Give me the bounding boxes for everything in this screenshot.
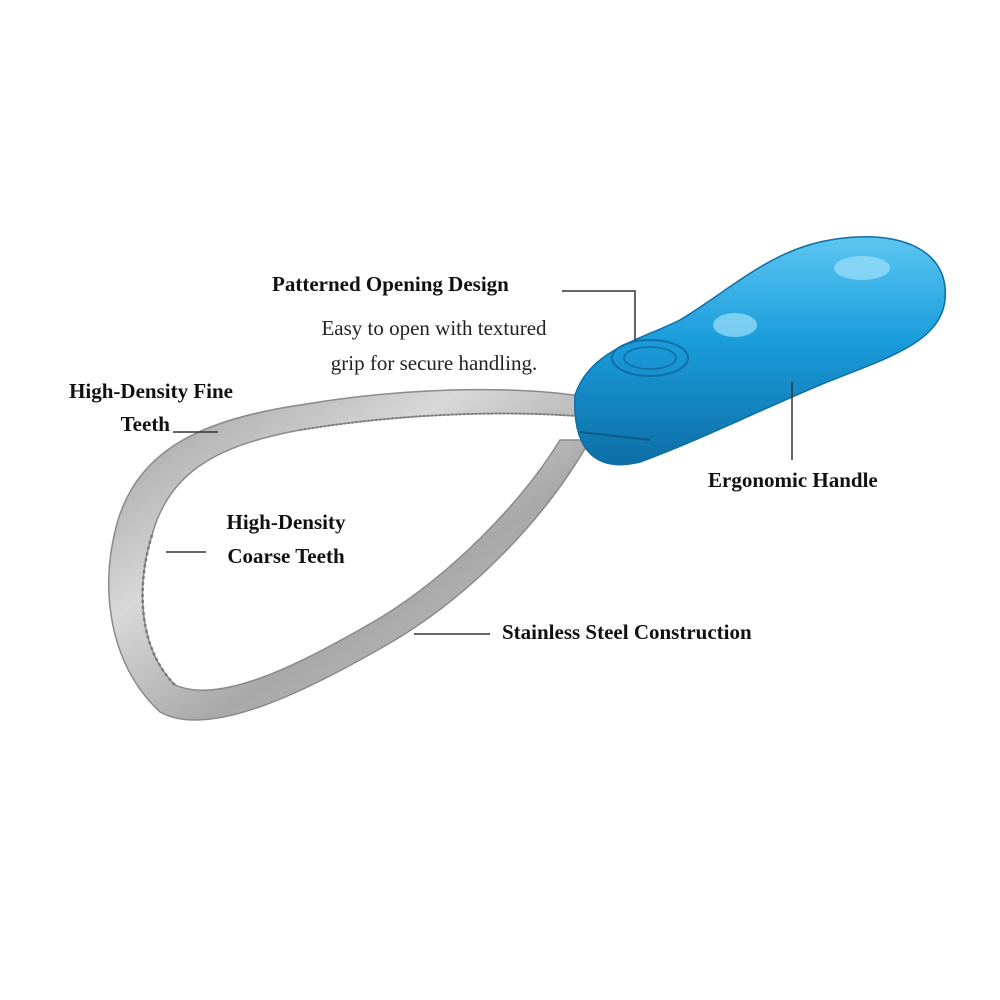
handle-highlight: [713, 313, 757, 337]
patterned-opening-desc-line2: grip for secure handling.: [330, 351, 538, 375]
fine-teeth-edge: [299, 412, 601, 431]
handle-highlight: [834, 256, 890, 280]
textured-grip-icon: [623, 346, 677, 370]
fine-teeth-line2: Teeth: [120, 412, 170, 436]
coarse-teeth-line1: High-Density: [226, 510, 346, 534]
leader-patterned-opening: [562, 290, 636, 340]
leader-lines: [166, 290, 793, 635]
coarse-teeth-line2: Coarse Teeth: [227, 544, 345, 568]
ergonomic-handle: [574, 236, 946, 466]
stainless-steel-title: Stainless Steel Construction: [502, 620, 752, 644]
handle-seam: [579, 431, 651, 441]
fine-teeth-line1: High-Density Fine: [69, 379, 233, 403]
coarse-teeth-edge: [141, 534, 176, 686]
textured-grip-icon: [611, 339, 689, 377]
ergonomic-handle-title: Ergonomic Handle: [708, 468, 878, 492]
patterned-opening-title: Patterned Opening Design: [272, 272, 509, 296]
patterned-opening-desc-line1: Easy to open with textured: [321, 316, 547, 340]
